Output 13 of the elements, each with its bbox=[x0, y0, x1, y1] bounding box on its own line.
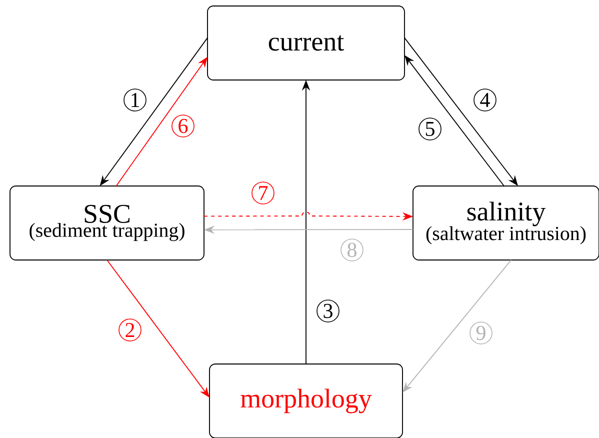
edge-label: 6 bbox=[172, 114, 194, 138]
edge-label: 4 bbox=[474, 88, 496, 112]
edge-label: 3 bbox=[316, 300, 340, 322]
edge-label: 5 bbox=[418, 118, 442, 140]
edge-label: 1 bbox=[124, 88, 146, 112]
edge-label: 2 bbox=[118, 318, 142, 342]
edge-label: 7 bbox=[252, 182, 274, 204]
process-box: SSC (sediment trapping) bbox=[10, 186, 204, 260]
process-box: morphology bbox=[209, 364, 403, 438]
process-box: current bbox=[207, 6, 405, 80]
edge-label: 9 bbox=[470, 322, 492, 344]
process-box: salinity (saltwater intrusion) bbox=[412, 186, 599, 260]
edge-label: 8 bbox=[340, 238, 364, 262]
